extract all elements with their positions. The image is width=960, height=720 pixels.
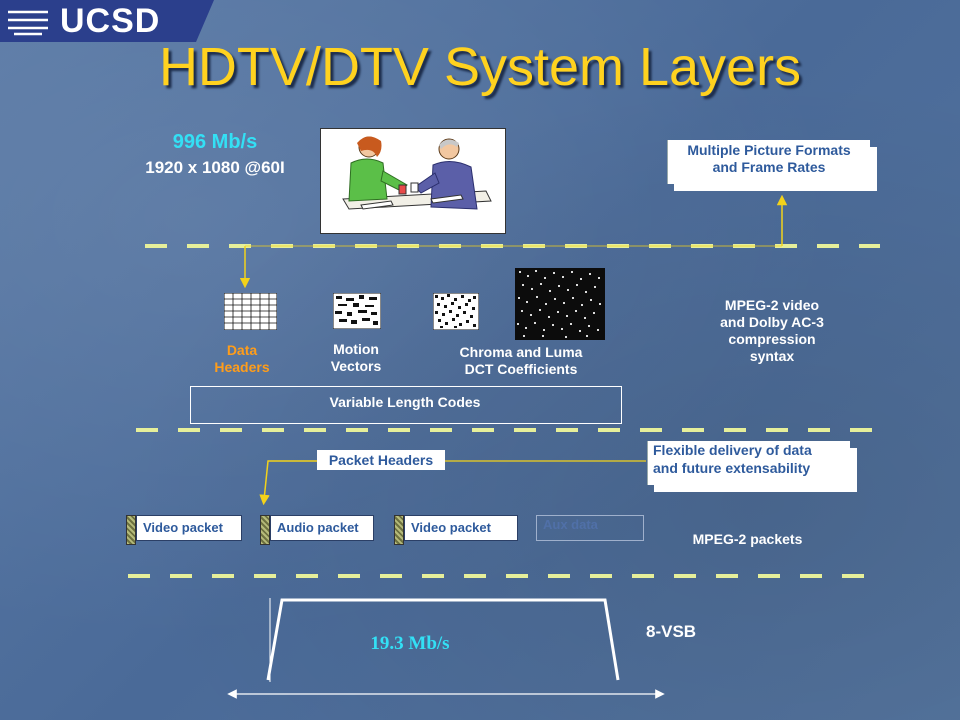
syntax-line1: MPEG-2 video xyxy=(724,297,820,313)
compression-syntax-label: MPEG-2 video and Dolby AC-3 compression … xyxy=(697,297,847,365)
variable-length-codes-box xyxy=(190,386,622,424)
logo-text: UCSD xyxy=(60,2,161,40)
ucsd-logo xyxy=(0,0,214,42)
syntax-line4: syntax xyxy=(749,348,795,364)
motion-vectors-label: Motion Vectors xyxy=(310,341,402,375)
packet-label: Video packet xyxy=(404,515,518,541)
packet-aux: Aux data xyxy=(526,515,644,541)
formats-callout: Multiple Picture Formats and Frame Rates xyxy=(667,140,870,184)
syntax-line3: compression xyxy=(728,331,816,347)
packet-label: Video packet xyxy=(136,515,242,541)
flexible-delivery-callout: Flexible delivery of data and future ext… xyxy=(647,441,850,485)
source-bitrate: 996 Mb/s xyxy=(172,131,258,153)
variable-length-codes-label: Variable Length Codes xyxy=(329,394,481,410)
mpeg2-packets-label: MPEG-2 packets xyxy=(692,531,803,547)
vsb-spectrum xyxy=(266,598,620,681)
people-meeting-picture-icon xyxy=(342,136,492,210)
trident-icon xyxy=(8,10,48,36)
data-headers-label: Data Headers xyxy=(200,342,284,376)
flexible-callout-line1: Flexible delivery of data xyxy=(653,442,812,458)
vsb-label: 8-VSB xyxy=(646,622,697,641)
motion-vectors-line2: Vectors xyxy=(330,358,382,374)
data-headers-grid-icon xyxy=(224,293,277,330)
data-headers-line2: Headers xyxy=(214,359,270,375)
picture-frame xyxy=(320,128,506,234)
formats-callout-line2: and Frame Rates xyxy=(712,159,826,175)
flexible-callout-line2: and future extensability xyxy=(653,460,811,476)
dct-coefficients-line1: Chroma and Luma xyxy=(459,344,583,360)
dct-noise-small-icon xyxy=(433,293,479,330)
packet-header-tab xyxy=(126,515,136,545)
data-headers-line1: Data xyxy=(226,342,258,358)
arrow-packet-headers xyxy=(259,460,317,506)
packet-video-2: Video packet xyxy=(394,515,518,545)
dct-coefficients-label: Chroma and Luma DCT Coefficients xyxy=(440,344,602,378)
packet-audio: Audio packet xyxy=(260,515,374,545)
dct-noise-large-icon xyxy=(515,268,605,340)
channel-bitrate: 19.3 Mb/s xyxy=(370,633,450,654)
packet-label: Aux data xyxy=(536,515,644,541)
packet-header-tab xyxy=(260,515,270,545)
packet-video-1: Video packet xyxy=(126,515,242,545)
packet-label: Audio packet xyxy=(270,515,374,541)
source-resolution: 1920 x 1080 @60I xyxy=(145,158,285,177)
dct-coefficients-line2: DCT Coefficients xyxy=(464,361,578,377)
motion-vectors-icon xyxy=(333,293,381,329)
page-title: HDTV/DTV System Layers xyxy=(158,37,802,97)
syntax-line2: and Dolby AC-3 xyxy=(720,314,824,330)
packet-header-tab xyxy=(394,515,404,545)
packet-headers-label: Packet Headers xyxy=(317,450,445,470)
formats-callout-line1: Multiple Picture Formats xyxy=(687,142,851,158)
motion-vectors-line1: Motion xyxy=(333,341,379,357)
